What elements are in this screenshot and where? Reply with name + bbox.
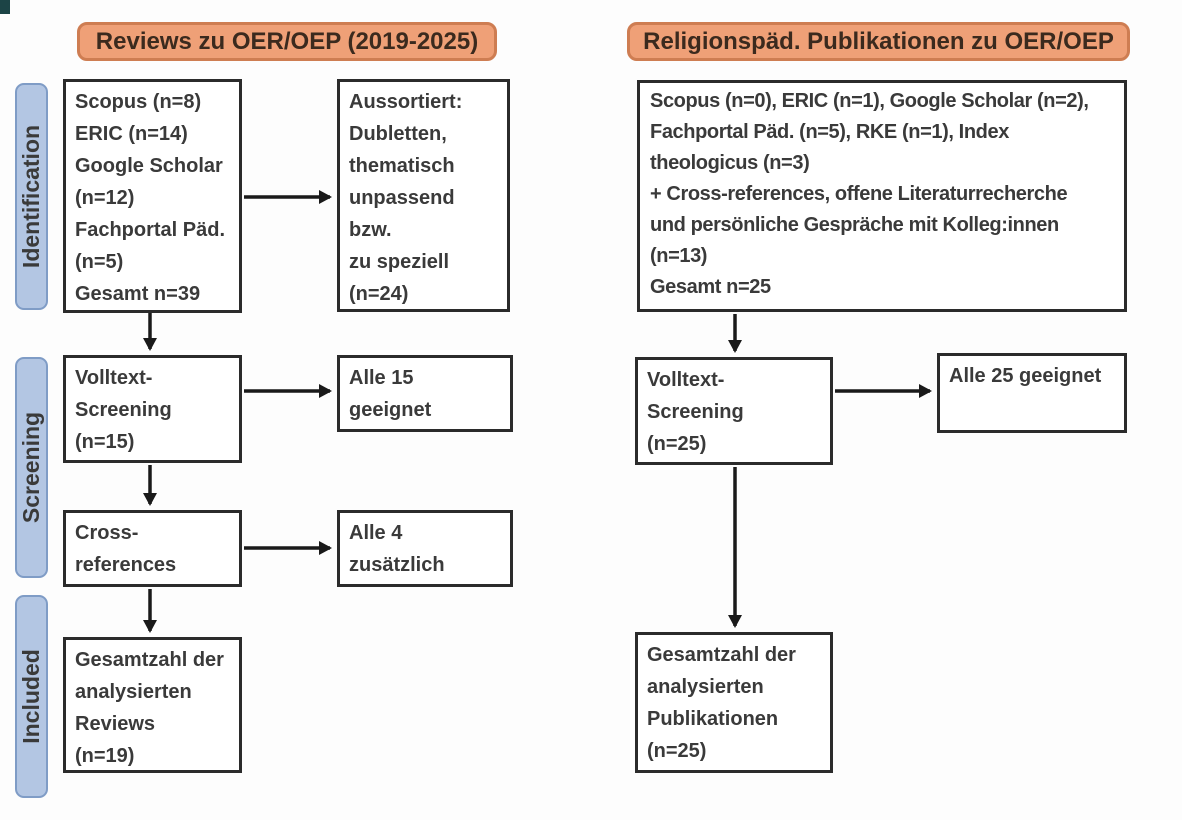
- box-right-included-total: Gesamtzahl der analysierten Publikatione…: [635, 632, 833, 773]
- box-left-identification: Scopus (n=8) ERIC (n=14) Google Scholar …: [63, 79, 242, 313]
- box-left-included-total: Gesamtzahl der analysierten Reviews (n=1…: [63, 637, 242, 773]
- box-right-fulltext-screening: Volltext- Screening (n=25): [635, 357, 833, 465]
- box-left-fulltext-screening: Volltext- Screening (n=15): [63, 355, 242, 463]
- stage-tab-screening: Screening: [15, 357, 48, 578]
- column-header-religionspaed: Religionspäd. Publikationen zu OER/OEP: [627, 22, 1130, 61]
- column-header-reviews: Reviews zu OER/OEP (2019-2025): [77, 22, 497, 61]
- stage-tab-identification: Identification: [15, 83, 48, 310]
- stage-label-identification: Identification: [18, 124, 44, 269]
- box-left-crossref-result: Alle 4 zusätzlich aufgenommen: [337, 510, 513, 587]
- box-left-cross-references: Cross-references (n=4): [63, 510, 242, 587]
- stage-label-included: Included: [18, 649, 44, 744]
- box-right-screening-result: Alle 25 geeignet: [937, 353, 1127, 433]
- box-left-excluded: Aussortiert: Dubletten, thematisch unpas…: [337, 79, 510, 312]
- stage-tab-included: Included: [15, 595, 48, 798]
- box-left-screening-result: Alle 15 geeignet: [337, 355, 513, 432]
- crop-artifact: [0, 0, 10, 14]
- stage-label-screening: Screening: [18, 411, 44, 524]
- box-right-identification: Scopus (n=0), ERIC (n=1), Google Scholar…: [637, 80, 1127, 312]
